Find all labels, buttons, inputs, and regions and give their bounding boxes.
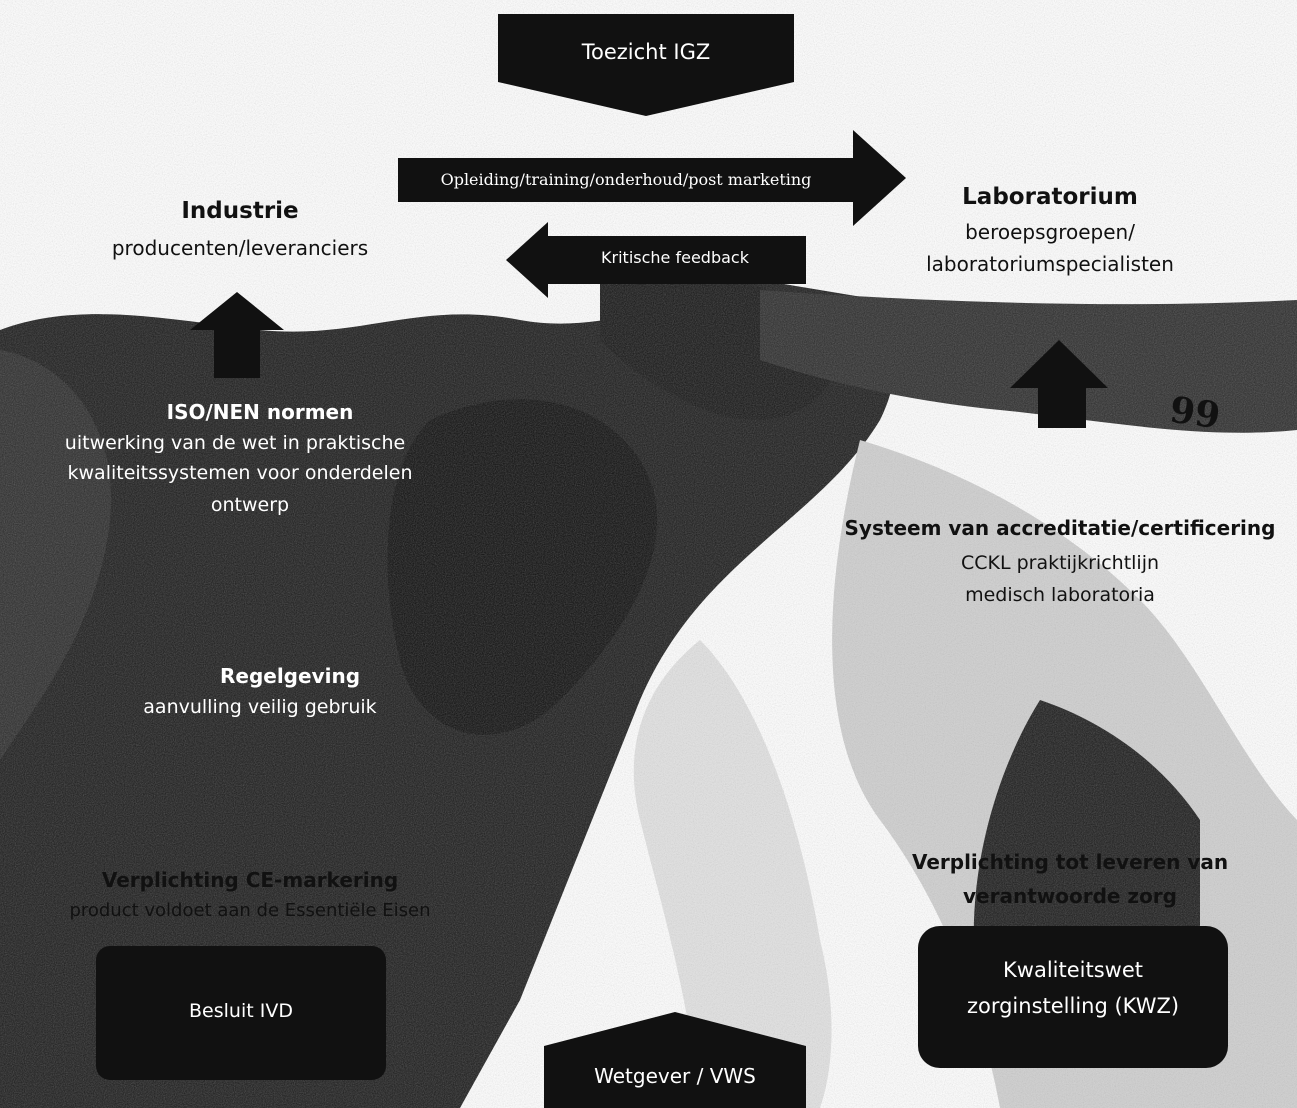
kwz-line2: zorginstelling (KWZ) <box>966 994 1180 1018</box>
laboratorium-line1: beroepsgroepen/ <box>965 220 1135 244</box>
industrie-title: Industrie <box>181 198 299 224</box>
iso-line2: kwaliteitssystemen voor onderdelen <box>67 462 413 484</box>
iso-title: ISO/NEN normen <box>166 400 354 424</box>
zorg-line2: verantwoorde zorg <box>963 884 1177 908</box>
up-arrow-industrie <box>190 292 284 378</box>
iso-line1: uitwerking van de wet in praktische <box>64 432 406 454</box>
iso-line3: ontwerp <box>210 494 290 516</box>
toezicht-label: Toezicht IGZ <box>581 40 711 64</box>
besluit-ivd-label: Besluit IVD <box>189 1000 293 1022</box>
accreditatie-line2: medisch laboratoria <box>965 584 1155 606</box>
laboratorium-line2: laboratoriumspecialisten <box>926 252 1174 276</box>
forward-arrow-label: Opleiding/training/onderhoud/post market… <box>440 170 812 189</box>
middle-left-line1: aanvulling veilig gebruik <box>143 696 377 718</box>
wetgever-arrow-shape <box>544 1012 806 1108</box>
industrie-subtitle: producenten/leveranciers <box>111 236 369 260</box>
back-arrow <box>506 222 806 298</box>
zorg-line1: Verplichting tot leveren van <box>911 850 1229 874</box>
forward-arrow <box>398 130 906 226</box>
kwz-line1: Kwaliteitswet <box>1003 958 1143 982</box>
kwz-box <box>918 926 1228 1068</box>
accreditatie-title: Systeem van accreditatie/certificering <box>844 516 1276 540</box>
besluit-ivd-box <box>96 946 386 1080</box>
up-arrow-laboratorium <box>1010 340 1108 428</box>
ce-title: Verplichting CE-markering <box>101 868 399 892</box>
laboratorium-title: Laboratorium <box>962 184 1138 210</box>
accreditatie-line1: CCKL praktijkrichtlijn <box>960 552 1160 574</box>
back-arrow-label: Kritische feedback <box>601 248 749 267</box>
toezicht-arrow-shape <box>498 14 794 116</box>
wetgever-label: Wetgever / VWS <box>594 1064 756 1088</box>
middle-left-title: Regelgeving <box>219 664 361 688</box>
ce-line1: product voldoet aan de Essentiële Eisen <box>69 900 431 921</box>
